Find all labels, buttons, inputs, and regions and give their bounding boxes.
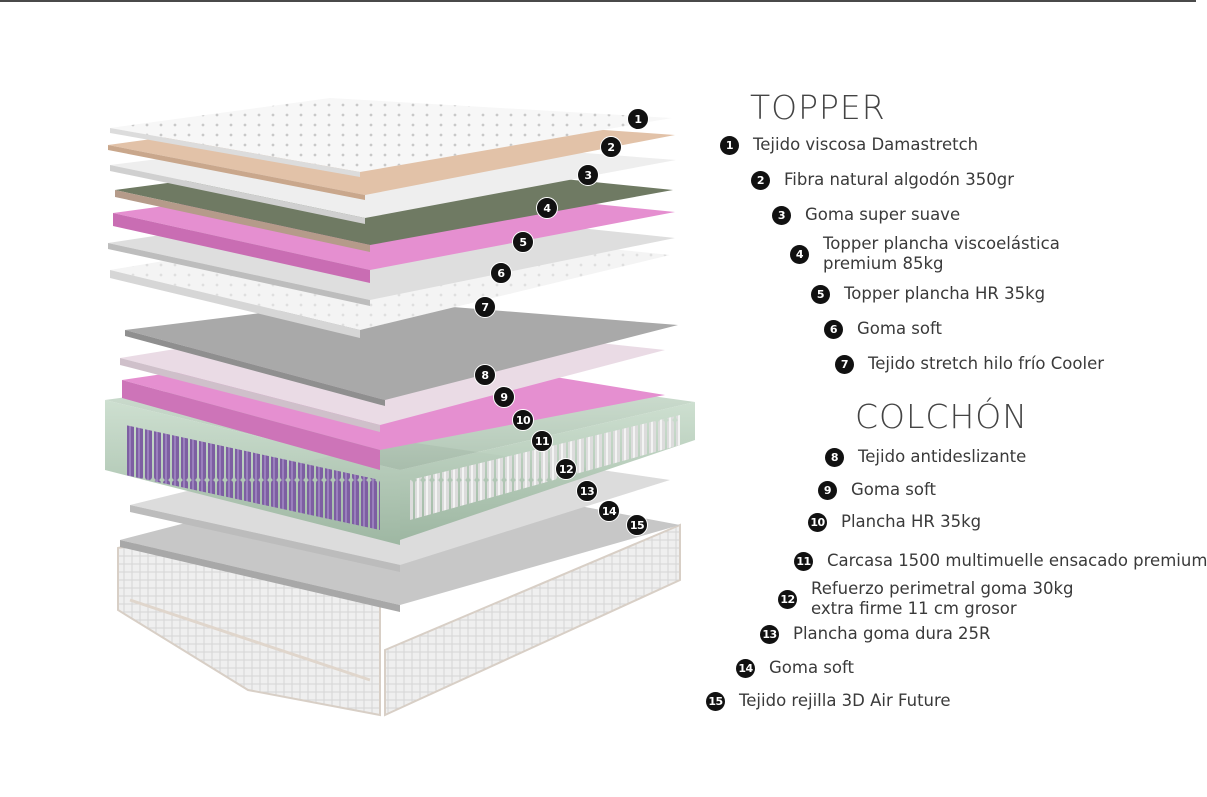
- legend-label-3: Goma super suave: [805, 205, 961, 224]
- legend-item-7: 7 Tejido stretch hilo frío Cooler: [835, 354, 1104, 374]
- legend-label-9: Goma soft: [851, 480, 936, 499]
- legend-label-1: Tejido viscosa Damastretch: [753, 135, 979, 154]
- legend-item-1: 1 Tejido viscosa Damastretch: [720, 135, 978, 155]
- callout-3: 3: [577, 164, 599, 186]
- legend-number-12: 12: [778, 589, 797, 609]
- callout-13: 13: [576, 480, 598, 502]
- legend-item-12: 12 Refuerzo perimetral goma 30kg extra f…: [778, 579, 1074, 619]
- legend-item-8: 8 Tejido antideslizante: [825, 447, 1026, 467]
- legend-number-1: 1: [720, 135, 739, 155]
- legend-number-10: 10: [808, 512, 827, 532]
- callout-8: 8: [474, 364, 496, 386]
- callout-9: 9: [493, 386, 515, 408]
- legend-item-15: 15 Tejido rejilla 3D Air Future: [706, 691, 951, 711]
- topper-title: TOPPER: [750, 88, 886, 127]
- legend-item-3: 3 Goma super suave: [772, 205, 960, 225]
- legend-number-7: 7: [835, 354, 854, 374]
- legend-item-2: 2 Fibra natural algodón 350gr: [751, 170, 1014, 190]
- legend-label-15: Tejido rejilla 3D Air Future: [739, 691, 951, 710]
- legend-number-5: 5: [811, 284, 830, 304]
- legend-number-8: 8: [825, 447, 844, 467]
- legend-item-11: 11 Carcasa 1500 multimuelle ensacado pre…: [794, 551, 1207, 571]
- legend-number-6: 6: [824, 319, 843, 339]
- legend-number-13: 13: [760, 624, 779, 644]
- colchon-title: COLCHÓN: [855, 397, 1028, 436]
- legend-item-10: 10 Plancha HR 35kg: [808, 512, 981, 532]
- callout-10: 10: [512, 409, 534, 431]
- top-border-line: [0, 0, 1196, 2]
- legend-label-6: Goma soft: [857, 319, 942, 338]
- callout-11: 11: [531, 430, 553, 452]
- legend-item-6: 6 Goma soft: [824, 319, 942, 339]
- legend-label-5: Topper plancha HR 35kg: [844, 284, 1046, 303]
- legend-label-10: Plancha HR 35kg: [841, 512, 982, 531]
- legend-item-9: 9 Goma soft: [818, 480, 936, 500]
- legend-number-3: 3: [772, 205, 791, 225]
- callout-1: 1: [627, 108, 649, 130]
- callout-12: 12: [555, 458, 577, 480]
- callout-2: 2: [600, 136, 622, 158]
- callout-7: 7: [474, 296, 496, 318]
- callout-14: 14: [598, 500, 620, 522]
- layer-shape-8: [125, 300, 678, 400]
- legend-label-8: Tejido antideslizante: [858, 447, 1027, 466]
- legend-item-4: 4 Topper plancha viscoelástica premium 8…: [790, 234, 1060, 274]
- legend-label-7: Tejido stretch hilo frío Cooler: [868, 354, 1105, 373]
- legend-number-2: 2: [751, 170, 770, 190]
- callout-5: 5: [512, 231, 534, 253]
- callout-6: 6: [490, 262, 512, 284]
- legend-label-13: Plancha goma dura 25R: [793, 624, 991, 643]
- legend-number-11: 11: [794, 551, 813, 571]
- legend-item-14: 14 Goma soft: [736, 658, 854, 678]
- legend-number-14: 14: [736, 658, 755, 678]
- legend-number-4: 4: [790, 244, 809, 264]
- legend-label-12: Refuerzo perimetral goma 30kg extra firm…: [811, 579, 1074, 618]
- legend-label-14: Goma soft: [769, 658, 854, 677]
- callout-15: 15: [626, 514, 648, 536]
- legend-label-2: Fibra natural algodón 350gr: [784, 170, 1014, 189]
- legend-number-9: 9: [818, 480, 837, 500]
- legend-label-4: Topper plancha viscoelástica premium 85k…: [823, 234, 1060, 273]
- legend-number-15: 15: [706, 691, 725, 711]
- legend-item-5: 5 Topper plancha HR 35kg: [811, 284, 1045, 304]
- legend-item-13: 13 Plancha goma dura 25R: [760, 624, 991, 644]
- legend-label-11: Carcasa 1500 multimuelle ensacado premiu…: [827, 551, 1207, 570]
- mattress-exploded-illustration: [105, 98, 695, 717]
- callout-4: 4: [536, 197, 558, 219]
